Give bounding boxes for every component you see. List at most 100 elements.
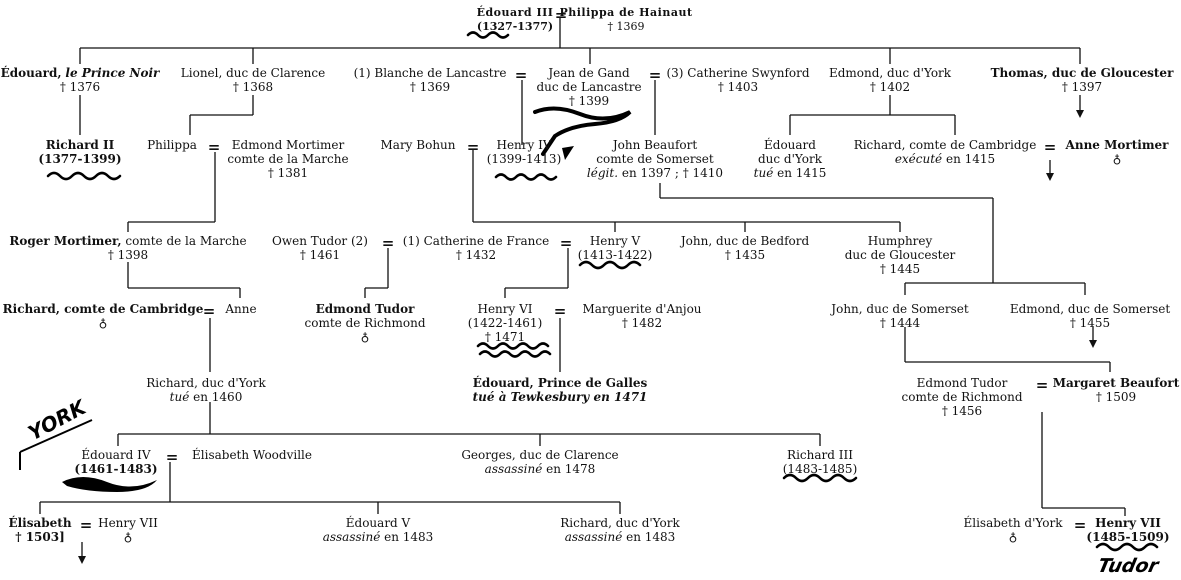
edouard-v-note-italic: assassiné (322, 530, 381, 544)
marriage-sign: = (202, 302, 216, 320)
marriage-sign: = (553, 302, 567, 320)
elisabeth-york: Élisabeth d'York ♁ (964, 516, 1063, 544)
roger-name: Roger Mortimer, comte de la Marche (9, 234, 247, 248)
edouard-iv: Édouard IV (1461-1483) (74, 448, 157, 476)
catherine-swynford-name: (3) Catherine Swynford (666, 66, 810, 80)
jean-de-gand-death: † 1399 (568, 94, 610, 108)
prince-noir-death: † 1376 (59, 80, 101, 94)
philippa-de-hainaut-death: † 1369 (607, 20, 645, 33)
prince-noir-name: Édouard, (0, 66, 62, 80)
john-beaufort-note-italic: légit. (586, 166, 619, 180)
john-bedford: John, duc de Bedford † 1435 (681, 234, 809, 262)
john-somerset-name: John, duc de Somerset (831, 302, 969, 316)
blanche-de-lancastre: (1) Blanche de Lancastre † 1369 (354, 66, 507, 94)
edouard-duc-york: Édouard duc d'York tué en 1415 (754, 138, 827, 180)
blanche-name: (1) Blanche de Lancastre (353, 66, 507, 80)
mary-bohun-name: Mary Bohun (380, 138, 456, 152)
jean-de-gand-name: Jean de Gand (548, 66, 630, 80)
elisabeth: Élisabeth † 1503] (8, 516, 71, 544)
catherine-de-france: (1) Catherine de France † 1432 (403, 234, 549, 262)
edouard-york-note: en 1415 (777, 166, 827, 180)
richard-york-2-note-italic: assassiné (564, 530, 623, 544)
marriage-sign: = (207, 138, 221, 156)
jean-de-gand: Jean de Gand duc de Lancastre † 1399 (536, 66, 641, 108)
edmond-tudor-1-title: comte de Richmond (304, 316, 426, 330)
edouard-york-title: duc d'York (757, 152, 823, 166)
jean-de-gand-title: duc de Lancastre (536, 80, 642, 94)
marguerite-name: Marguerite d'Anjou (582, 302, 702, 316)
richard-cambridge-1: Richard, comte de Cambridge exécuté en 1… (854, 138, 1037, 166)
margaret-beaufort: Margaret Beaufort † 1509 (1053, 376, 1180, 404)
edmond-tudor-2-title: comte de Richmond (901, 390, 1023, 404)
catherine-swynford-death: † 1403 (717, 80, 759, 94)
richard-iii: Richard III (1483-1485) (783, 448, 858, 476)
georges-note: en 1478 (546, 462, 596, 476)
elisabeth-name: Élisabeth (8, 516, 72, 530)
edmond-tudor-2: Edmond Tudor comte de Richmond † 1456 (902, 376, 1023, 418)
edouard-v-note: en 1483 (384, 530, 434, 544)
tudor-annotation: Tudor (1095, 555, 1161, 577)
edouard-iv-dates: (1461-1483) (74, 462, 158, 476)
edouard-v: Édouard V assassiné en 1483 (323, 516, 434, 544)
anne-mortimer-sign: ♁ (1112, 152, 1122, 166)
marguerite-death: † 1482 (621, 316, 663, 330)
edouard-york-name: Édouard (764, 138, 816, 152)
margaret-death: † 1509 (1095, 390, 1137, 404)
richard-duc-york: Richard, duc d'York tué en 1460 (146, 376, 266, 404)
marriage-sign: = (1073, 516, 1087, 534)
richard-ii-dates: (1377-1399) (38, 152, 122, 166)
henry-vi-name: Henry VI (477, 302, 533, 316)
richard-ii-name: Richard II (45, 138, 115, 152)
henry-v-dates: (1413-1422) (577, 248, 653, 262)
marriage-sign: = (514, 66, 528, 84)
richard-york-note-italic: tué (169, 390, 190, 404)
john-beaufort-title: comte de Somerset (596, 152, 714, 166)
edmond-mortimer: Edmond Mortimer comte de la Marche † 138… (227, 138, 348, 180)
catherine-de-france-death: † 1432 (455, 248, 497, 262)
richard-york-2-name: Richard, duc d'York (560, 516, 680, 530)
henry-iv: Henry IV (1399-1413) (487, 138, 562, 166)
humphrey-title: duc de Gloucester (844, 248, 956, 262)
henry-iv-dates: (1399-1413) (486, 152, 562, 166)
elisabeth-woodville-name: Élisabeth Woodville (192, 448, 312, 462)
marriage-sign: = (648, 66, 662, 84)
elisabeth-york-sign: ♁ (1008, 530, 1018, 544)
richard-york-name: Richard, duc d'York (146, 376, 266, 390)
henry-iv-name: Henry IV (496, 138, 552, 152)
edmond-york-name: Edmond, duc d'York (828, 66, 952, 80)
edouard-galles-note: tué à Tewkesbury en 1471 (472, 390, 648, 404)
elisabeth-woodville: Élisabeth Woodville (192, 448, 312, 462)
marriage-sign: = (554, 6, 568, 24)
marriage-sign: = (559, 234, 573, 252)
henry-vii-b-dates: (1485-1509) (1086, 530, 1170, 544)
owen-death: † 1461 (299, 248, 341, 262)
roger-death: † 1398 (107, 248, 149, 262)
catherine-swynford: (3) Catherine Swynford † 1403 (666, 66, 809, 94)
philippa-de-hainaut-name: Philippa de Hainaut (559, 6, 693, 19)
prince-noir: Édouard, le Prince Noir † 1376 (1, 66, 160, 94)
edouard-galles-name: Édouard, Prince de Galles (472, 376, 648, 390)
georges-note-italic: assassiné (484, 462, 543, 476)
humphrey-gloucester: Humphrey duc de Gloucester † 1445 (845, 234, 956, 276)
owen-name: Owen Tudor (2) (272, 234, 368, 248)
anne-mortimer-name: Anne Mortimer (1065, 138, 1169, 152)
edmond-somerset-death: † 1455 (1069, 316, 1111, 330)
georges-name: Georges, duc de Clarence (461, 448, 619, 462)
humphrey-death: † 1445 (879, 262, 921, 276)
lionel-name: Lionel, duc de Clarence (180, 66, 326, 80)
edmond-york-death: † 1402 (869, 80, 911, 94)
henry-vii-a: Henry VII ♁ (98, 516, 158, 544)
marriage-sign: = (1043, 138, 1057, 156)
catherine-de-france-name: (1) Catherine de France (402, 234, 550, 248)
edmond-tudor-1-name: Edmond Tudor (315, 302, 415, 316)
georges-clarence: Georges, duc de Clarence assassiné en 14… (461, 448, 618, 476)
mary-bohun: Mary Bohun (381, 138, 456, 152)
henry-vii-a-name: Henry VII (98, 516, 158, 530)
roger-mortimer-full: Roger Mortimer, comte de la Marche † 139… (9, 234, 247, 262)
margaret-name: Margaret Beaufort (1052, 376, 1180, 390)
henry-v-name: Henry V (589, 234, 641, 248)
thomas-name: Thomas, duc de Gloucester (990, 66, 1174, 80)
richard-iii-name: Richard III (787, 448, 853, 462)
